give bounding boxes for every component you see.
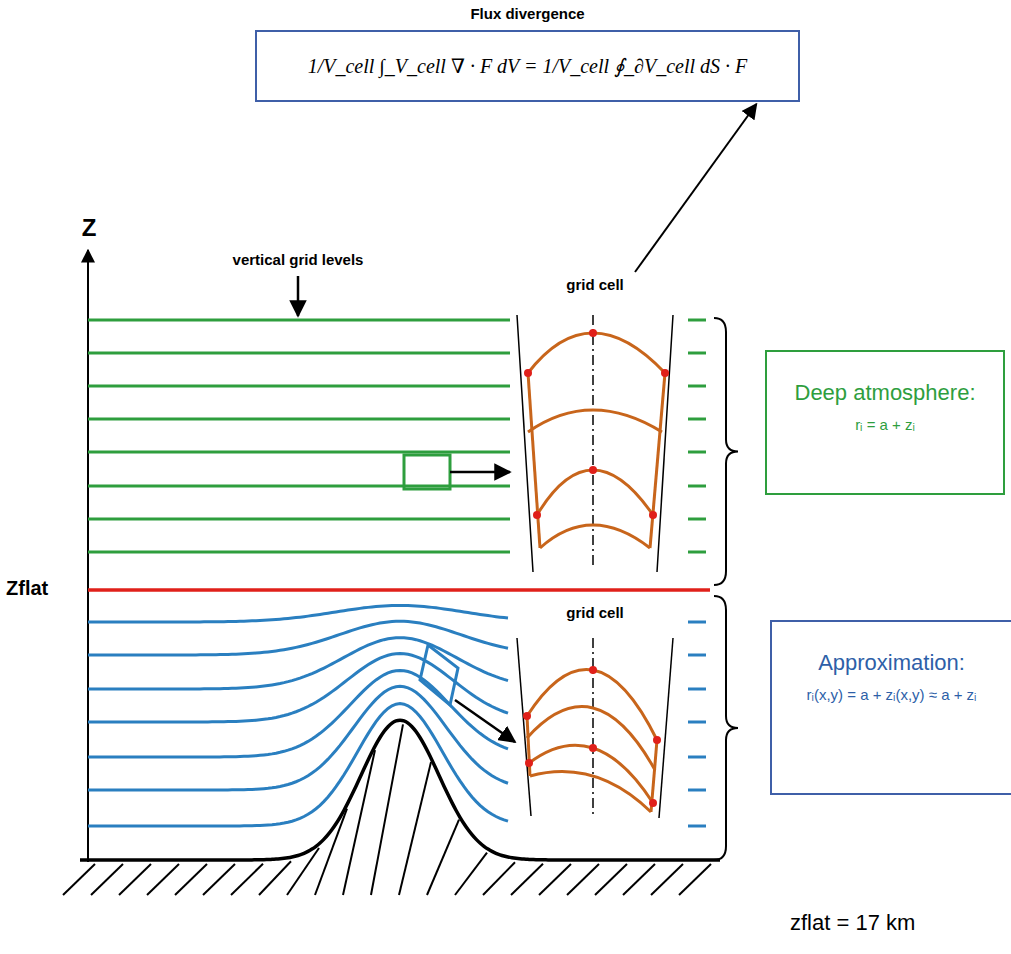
grid-level — [88, 418, 510, 421]
level-tick — [688, 789, 706, 792]
level-tick — [688, 418, 706, 421]
flat-level — [88, 588, 710, 592]
level-tick — [688, 451, 706, 454]
formula-box: Flux divergence 1/V_cell ∫_V_cell ∇ · F d… — [255, 5, 800, 102]
grid-level — [88, 518, 510, 521]
info-box: Deep atmosphere: rᵢ = a + zᵢ — [765, 350, 1005, 495]
grid-level — [88, 654, 508, 722]
zoom-arrow — [455, 700, 515, 742]
grid-level — [88, 319, 510, 322]
connector-arrow — [635, 104, 756, 272]
level-tick — [688, 825, 706, 828]
grid-level — [88, 451, 510, 454]
grid-level — [88, 551, 510, 554]
body-text: 1/V_cell ∫_V_cell ∇ · F dV = 1/V_cell ∮_… — [255, 30, 800, 102]
grid-level — [88, 638, 508, 689]
heading: grid cell — [564, 604, 626, 621]
grid-level — [88, 605, 508, 622]
grid-cell: grid cell — [515, 270, 675, 575]
pointer-arrow — [297, 276, 300, 316]
grid-level — [88, 352, 510, 355]
level-tick — [688, 688, 706, 691]
level-label: Zflat — [6, 577, 84, 600]
grid-level — [88, 704, 508, 826]
zoom-arrow — [450, 471, 510, 474]
cell-highlight — [404, 455, 450, 489]
level-tick — [688, 518, 706, 521]
level-tick — [688, 551, 706, 554]
body-text: rᵢ = a + zᵢ — [767, 416, 1003, 433]
grid-level — [88, 670, 508, 757]
bracket — [714, 596, 738, 860]
cell-shape — [515, 270, 675, 575]
level-tick — [688, 621, 706, 624]
heading: Flux divergence — [255, 5, 800, 22]
body-text: rᵢ(x,y) = a + zᵢ(x,y) ≈ a + zᵢ — [772, 686, 1011, 703]
cell-shape — [515, 598, 675, 820]
grid-level — [88, 385, 510, 388]
level-tick — [688, 385, 706, 388]
level-tick — [688, 352, 706, 355]
ground-hatching — [63, 724, 711, 895]
level-tick — [688, 721, 706, 724]
bracket — [714, 318, 738, 585]
cell-highlight — [420, 645, 458, 705]
level-tick — [688, 756, 706, 759]
level-tick — [688, 319, 706, 322]
grid-level — [88, 485, 510, 488]
level-tick — [688, 654, 706, 657]
annotation: vertical grid levels — [213, 251, 383, 268]
info-box: Approximation: rᵢ(x,y) = a + zᵢ(x,y) ≈ a … — [770, 620, 1011, 795]
heading: Approximation: — [772, 650, 1011, 676]
axis-label: Z — [78, 214, 100, 242]
level-tick — [688, 485, 706, 488]
annotation: zflat = 17 km — [790, 910, 990, 936]
heading: Deep atmosphere: — [767, 380, 1003, 406]
z-axis — [87, 250, 89, 862]
heading: grid cell — [564, 276, 626, 293]
grid-cell: grid cell — [515, 598, 675, 820]
